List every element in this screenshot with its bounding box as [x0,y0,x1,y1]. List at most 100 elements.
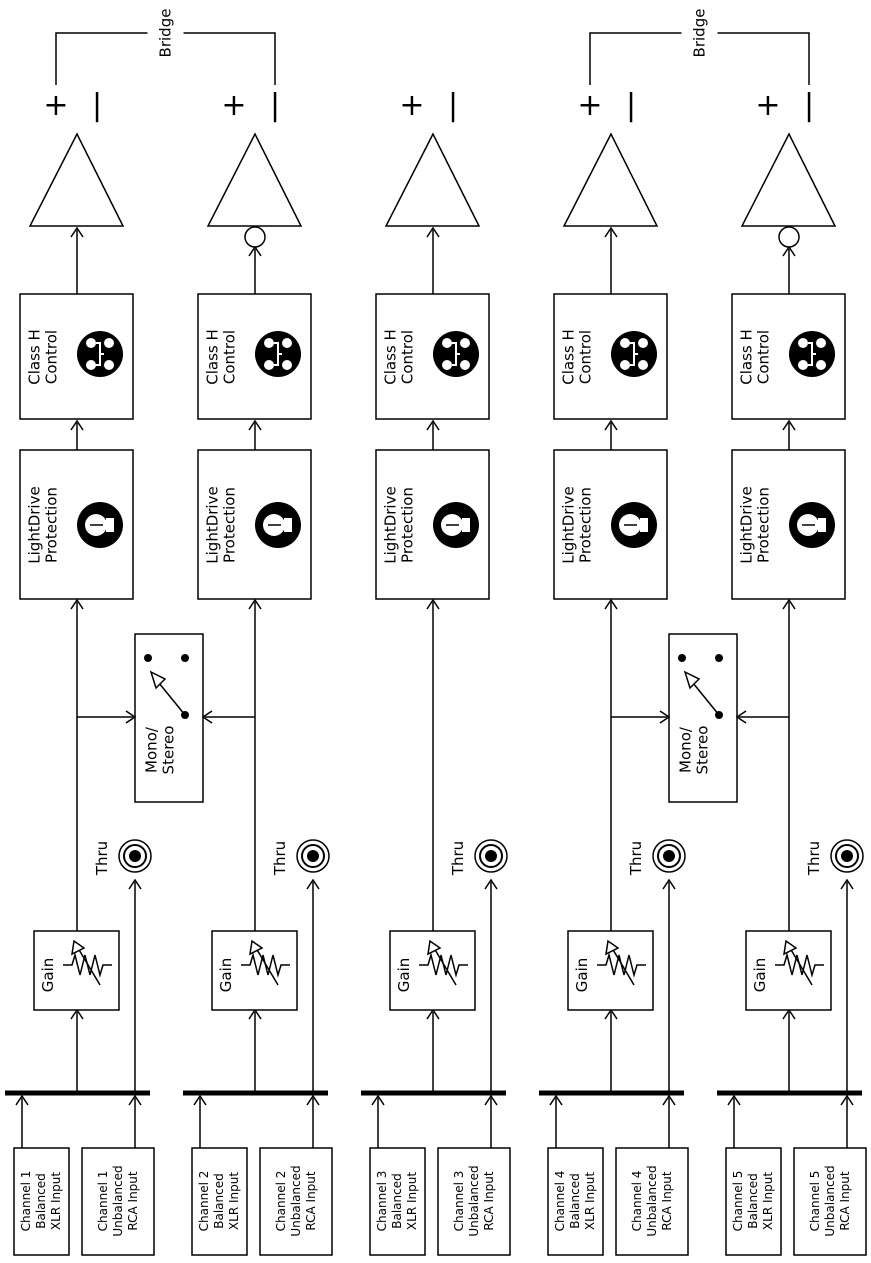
variable-resistor-icon [63,939,112,986]
bridge-line [55,32,148,85]
switch-arrow [149,670,167,690]
inverter-bubble [244,226,266,248]
rca-jack-icon [118,839,152,873]
balanced-input-label-line: Balanced [746,1173,760,1228]
class-h-trace [274,342,282,366]
class-h-node [798,360,808,370]
minus-terminal: | [92,88,102,123]
class-h-node [442,338,452,348]
mono-stereo-label: Mono/Stereo [143,726,178,775]
resistor-wiper [433,947,457,986]
lightdrive-label-line: LightDrive [560,486,578,563]
switch-lever [692,682,720,716]
plus-terminal: + [221,88,246,123]
gain-label: Gain [751,958,769,993]
thru-label: Thru [627,841,645,876]
class-h-label-line: Class H [738,329,756,385]
variable-resistor-icon [419,939,468,986]
balanced-input-label-line: Balanced [568,1173,582,1228]
class-h-node [86,360,96,370]
class-h-label-line: Class H [204,329,222,385]
light-bulb-icon [77,502,123,548]
amplifier-triangle-icon [28,132,125,227]
rca-jack-icon [830,839,864,873]
unbalanced-input-label-line: Unbalanced [645,1165,659,1236]
arrow-head [727,1094,741,1106]
balanced-input-label-line: Channel 3 [375,1171,389,1232]
switch-icon [144,654,189,719]
bridge-label: Bridge [691,9,709,58]
rca-jack-icon [652,839,686,873]
switch-contact [715,654,723,662]
amplifier-triangle-icon [384,132,481,227]
plus-terminal: + [399,88,424,123]
arrow-head [306,878,320,890]
arrow-head [782,419,796,431]
mono-stereo-box [134,633,204,803]
rca-jack-icon [474,839,508,873]
plus-terminal: + [577,88,602,123]
arrow-head [248,419,262,431]
arrow-head [662,878,676,890]
class-h-label-line: Control [399,330,417,384]
light-bulb-icon [611,502,657,548]
arrow-head [735,710,747,724]
switch-contact [678,654,686,662]
class-h-node [86,338,96,348]
class-h-label-line: Control [43,330,61,384]
minus-terminal: | [270,88,280,123]
class-h-label-line: Control [577,330,595,384]
unbalanced-input-label-line: Unbalanced [823,1165,837,1236]
light-bulb-icon [789,502,835,548]
switch-lever [158,682,186,716]
class-h-node [282,338,292,348]
minus-terminal: | [804,88,814,123]
arrow-head [484,878,498,890]
balanced-input-label-line: XLR Input [405,1172,419,1230]
bridge-line [589,32,682,85]
arrow-head [604,419,618,431]
thru-label: Thru [805,841,823,876]
minus-terminal: | [626,88,636,123]
unbalanced-input-label-line: Channel 3 [452,1171,466,1232]
arrow-head [840,1094,854,1106]
unbalanced-input-label-line: RCA Input [482,1171,496,1231]
gain-label: Gain [39,958,57,993]
balanced-input-label-line: Channel 2 [197,1171,211,1232]
balanced-input-label-line: XLR Input [49,1172,63,1230]
class-h-node [620,360,630,370]
class-h-circuit-icon [789,331,835,377]
arrow-head [70,226,84,238]
class-h-circuit-icon [255,331,301,377]
unbalanced-input-label-line: Channel 1 [96,1171,110,1232]
variable-resistor-icon [775,939,824,986]
bulb-base [284,518,292,532]
class-h-node [460,338,470,348]
lightdrive-label-line: Protection [43,487,61,563]
class-h-trace [96,342,104,366]
arrow-head [248,598,262,610]
balanced-input-box [725,1147,782,1256]
class-h-node [638,360,648,370]
balanced-input-label-line: XLR Input [761,1172,775,1230]
arrow-head [128,878,142,890]
class-h-node [282,360,292,370]
arrow-head [549,1094,563,1106]
class-h-node [442,360,452,370]
mono-stereo-label-line: Mono/ [143,726,161,773]
balanced-input-label-line: Channel 1 [19,1171,33,1232]
unbalanced-input-label-line: RCA Input [304,1171,318,1231]
arrow-head [659,710,671,724]
unbalanced-input-label-line: Channel 2 [274,1171,288,1232]
